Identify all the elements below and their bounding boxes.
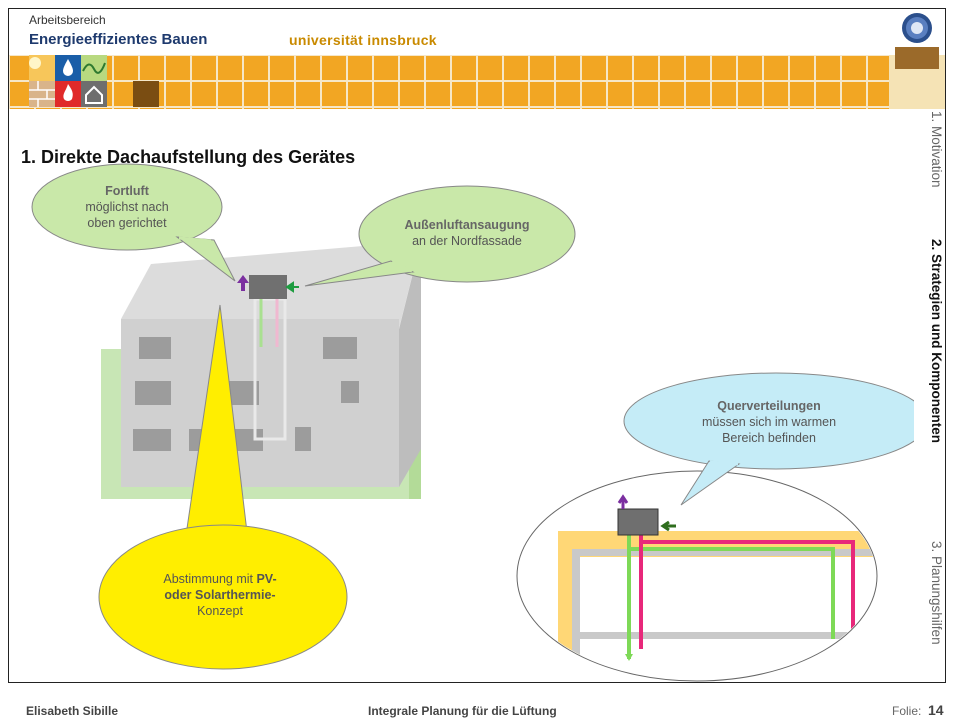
university-name: universität innsbruck xyxy=(289,32,437,48)
water-drop-icon xyxy=(55,55,81,81)
pv-line1: Abstimmung mit xyxy=(163,572,257,586)
aussenluft-arrow xyxy=(285,281,299,293)
footer-course: Integrale Planung für die Lüftung xyxy=(368,704,557,718)
rooftop-unit xyxy=(249,275,287,299)
sun-icon xyxy=(29,55,55,81)
building-illustration xyxy=(31,163,914,682)
footer-slide-label: Folie: xyxy=(892,704,922,718)
aussen-title: Außenluftansaugung xyxy=(404,218,530,232)
footer: Elisabeth Sibille Integrale Planung für … xyxy=(0,683,954,722)
quer-line1: müssen sich im warmen xyxy=(701,415,837,429)
house-icon xyxy=(81,81,107,107)
fortluft-bubble-text: Fortluft möglichst nach oben gerichtet xyxy=(57,183,197,231)
aussen-bubble-text: Außenluftansaugung an der Nordfassade xyxy=(387,217,547,249)
brick-icon xyxy=(29,81,55,107)
slide-frame: Arbeitsbereich Energieeffizientes Bauen … xyxy=(8,8,946,683)
section-sidebar: 1. Motivation 2. Strategien und Komponen… xyxy=(916,111,944,676)
fortluft-line1: möglichst nach xyxy=(85,200,169,214)
building-side xyxy=(399,241,421,487)
pv-bold2: oder Solarthermie- xyxy=(164,588,276,602)
flame-icon xyxy=(55,81,81,107)
slide-title: 1. Direkte Dachaufstellung des Gerätes xyxy=(21,147,356,167)
wave-icon xyxy=(81,55,107,81)
header: Arbeitsbereich Energieeffizientes Bauen … xyxy=(9,9,945,109)
project-title: Energieeffizientes Bauen xyxy=(29,31,208,48)
detail-view xyxy=(516,470,878,682)
quer-bubble-text: Querverteilungen müssen sich im warmen B… xyxy=(674,398,864,446)
quer-line2: Bereich befinden xyxy=(722,431,816,445)
aussen-bubble xyxy=(358,185,576,283)
aussen-line1: an der Nordfassade xyxy=(412,234,522,248)
fortluft-arrow xyxy=(237,275,249,291)
pv-bubble xyxy=(98,524,348,670)
sidebar-item-strategien[interactable]: 2. Strategien und Komponenten xyxy=(929,239,944,444)
university-seal-icon xyxy=(895,13,939,69)
footer-author: Elisabeth Sibille xyxy=(26,704,119,718)
quer-bubble xyxy=(623,372,914,470)
quer-title: Querverteilungen xyxy=(717,399,821,413)
footer-slide-number: 14 xyxy=(928,702,944,718)
fortluft-bubble xyxy=(31,163,223,251)
pv-bubble-text: Abstimmung mit PV- oder Solarthermie- Ko… xyxy=(135,571,305,619)
pv-line3: Konzept xyxy=(197,604,243,618)
department-label: Arbeitsbereich xyxy=(29,13,106,27)
sidebar-item-motivation[interactable]: 1. Motivation xyxy=(929,111,944,188)
fortluft-title: Fortluft xyxy=(105,184,149,198)
sidebar-item-planungshilfen[interactable]: 3. Planungshilfen xyxy=(929,541,944,645)
fortluft-line2: oben gerichtet xyxy=(87,216,167,230)
pv-bold1: PV- xyxy=(256,572,277,586)
brown-tile xyxy=(133,81,159,107)
